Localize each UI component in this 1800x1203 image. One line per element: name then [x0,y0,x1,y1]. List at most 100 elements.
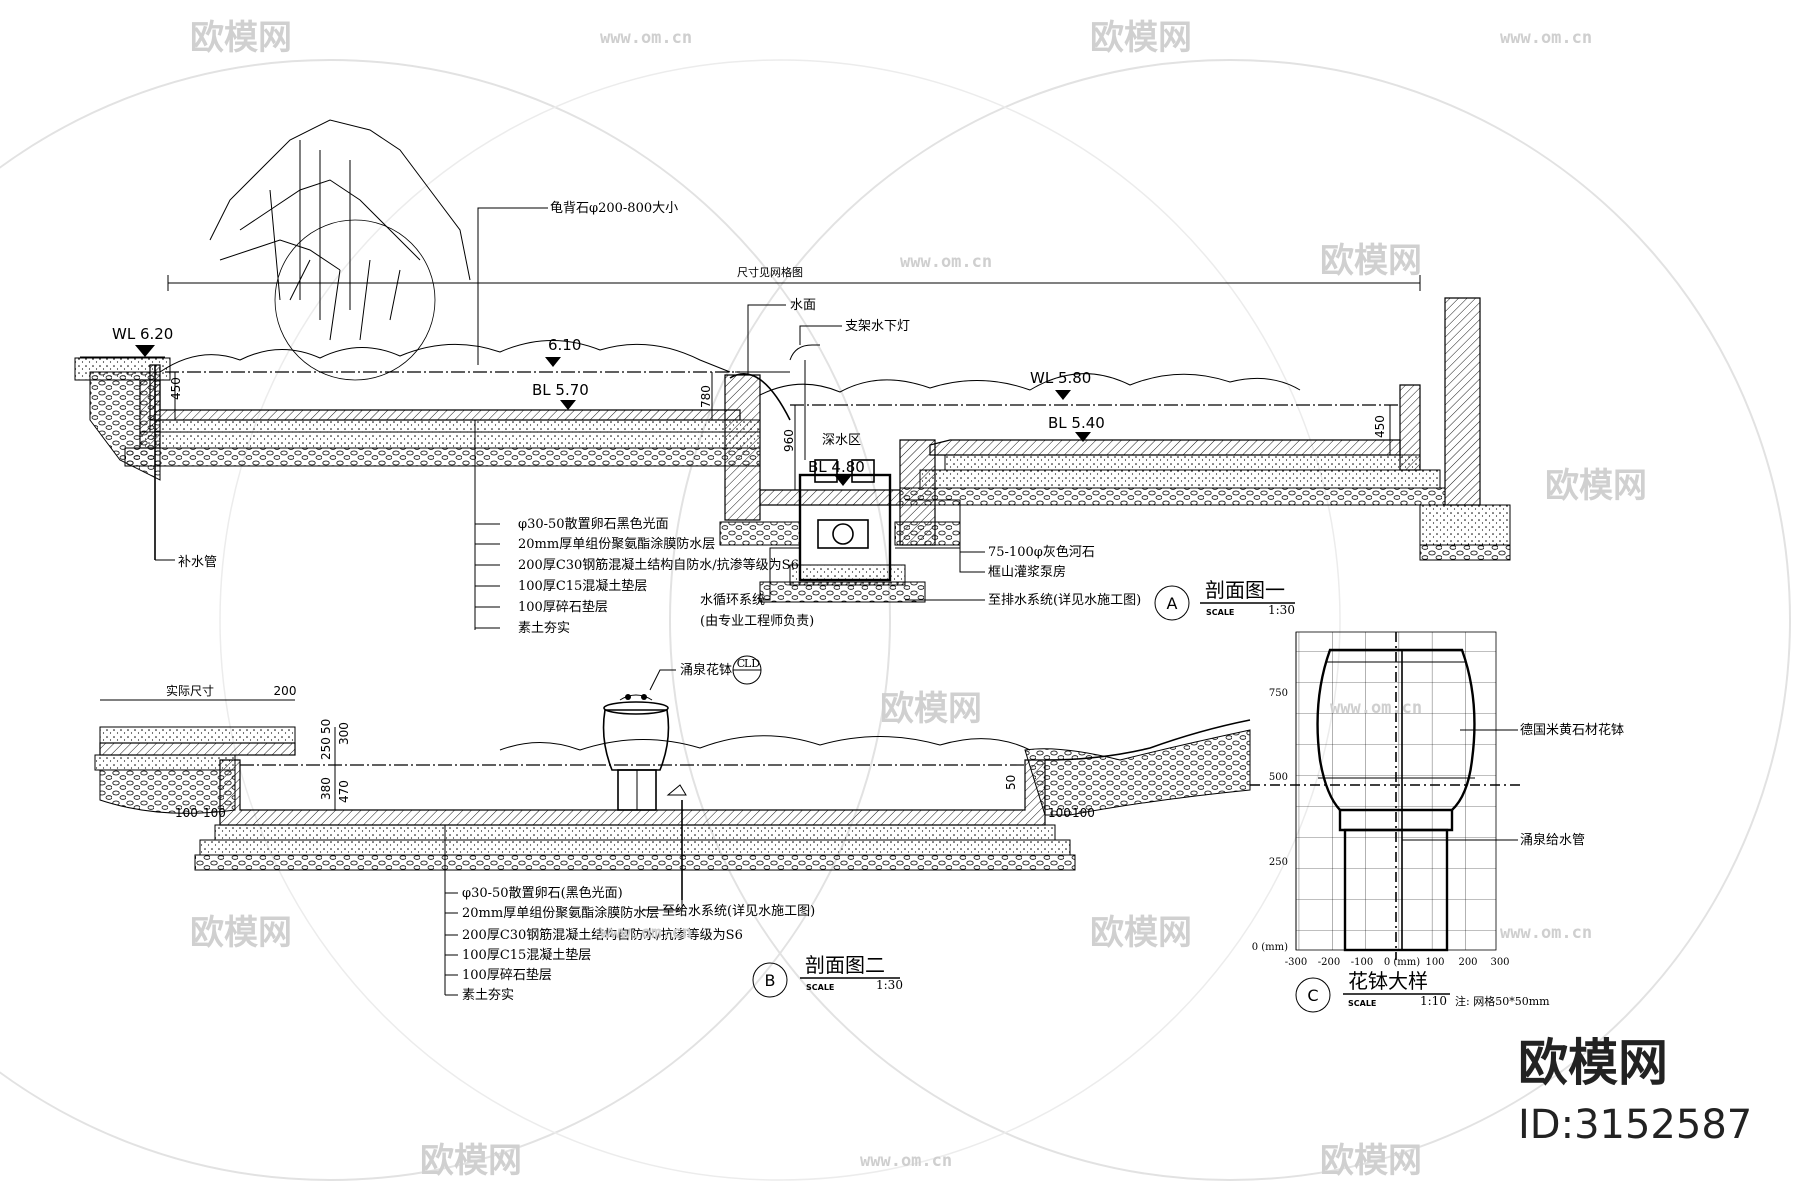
brand-block: 欧模网 ID:3152587 [1518,1034,1752,1148]
section-b-ratio: 1:30 [876,978,903,992]
layer-6: 素土夯实 [462,988,514,1003]
section-a-badge: A [1167,594,1178,613]
dim-780: 780 [699,385,713,408]
dim-250: 250 [319,737,333,760]
dim-50-right: 50 [1004,775,1018,790]
y-tick-250: 250 [1269,857,1288,868]
dim-470: 470 [337,780,351,803]
watermark-url: www.om.cn [600,28,692,48]
dim-50: 50 [319,719,333,734]
section-a-title: 剖面图一 [1205,578,1285,602]
section-c-ratio: 1:10 [1420,994,1447,1008]
section-c-badge: C [1307,986,1318,1005]
watermark-brand: 欧模网 [1545,466,1647,506]
dim-450-right: 450 [1373,415,1387,438]
circulation-note: (由专业工程师负责) [700,614,814,629]
x-tick-minus300: -300 [1285,957,1307,968]
layer-3: 200厚C30钢筋混凝土结构自防水/抗渗等级为S6 [462,927,743,943]
dim-380: 380 [319,777,333,800]
dim-100-d: 100 [1072,806,1095,820]
dim-100-b: 100 [203,806,226,820]
watermark-brand: 欧模网 [190,913,292,953]
level-bl-deep: BL 4.80 [808,458,865,476]
layer-6: 素土夯实 [518,621,570,636]
watermark-url: www.om.cn [600,923,692,943]
section-b: 涌泉花钵 C LD 实际尺寸 200 50 250 300 380 470 10… [94,655,1251,1003]
circulation-callout: 水循环系统 [700,593,765,608]
y-tick-750: 750 [1269,688,1288,699]
water-surface-callout: 水面 [790,298,816,313]
section-a: 尺寸见网格图 [74,119,1511,636]
watermark-url: www.om.cn [900,252,992,272]
level-wl-right: WL 5.80 [1030,369,1091,387]
dim-100-a: 100 [175,806,198,820]
watermark-brand: 欧模网 [190,18,292,58]
layer-5: 100厚碎石垫层 [518,599,608,615]
tree-sketch-icon [209,119,471,381]
x-tick-0: 0 (mm) [1384,957,1420,968]
pump-room-callout: 框山灌浆泵房 [988,564,1066,580]
rock-callout: 龟背石φ200-800大小 [550,201,678,216]
fountain-planter-icon [602,694,670,811]
dim-450-left: 450 [169,377,183,400]
grid-note: 注: 网格50*50mm [1455,994,1550,1008]
dim-960: 960 [782,429,796,452]
level-wl-mid: 6.10 [548,336,581,354]
supply-callout: 至给水系统(详见水施工图) [662,904,815,919]
x-tick-100: 100 [1425,957,1444,968]
watermark-brand: 欧模网 [880,689,982,729]
detail-ref-letter: C [737,657,745,670]
layer-4: 100厚C15混凝土垫层 [462,947,591,963]
section-b-badge: B [765,971,776,990]
watermark-url: www.om.cn [1500,923,1592,943]
section-b-layer-list: φ30-50散置卵石(黑色光面) 20mm厚单组份聚氨酯涂膜防水层 200厚C3… [445,885,743,1003]
layer-2: 20mm厚单组份聚氨酯涂膜防水层 [518,536,715,552]
watermark-brand: 欧模网 [420,1141,522,1181]
section-a-scale-word: SCALE [1206,608,1234,617]
watermark-layer [0,59,1791,1181]
watermark-url: www.om.cn [860,1151,952,1171]
level-bl-left: BL 5.70 [532,381,589,399]
watermark-brand: 欧模网 [1320,1141,1422,1181]
section-a-layer-list: φ30-50散置卵石黑色光面 20mm厚单组份聚氨酯涂膜防水层 200厚C30钢… [475,516,799,636]
watermark-url: www.om.cn [1500,28,1592,48]
y-tick-0: 0 (mm) [1252,942,1288,953]
planter-callout: 涌泉花钵 [680,662,732,678]
dim-200: 200 [274,684,297,698]
layer-5: 100厚碎石垫层 [462,967,552,983]
rock-outline-icon [159,339,1301,396]
watermark-text-layer: 欧模网 www.om.cn 欧模网 www.om.cn www.om.cn 欧模… [190,18,1647,1181]
watermark-url: www.om.cn [1330,698,1422,718]
layer-4: 100厚C15混凝土垫层 [518,578,647,594]
deep-zone-label: 深水区 [822,433,861,448]
x-tick-200: 200 [1458,957,1477,968]
section-b-title: 剖面图二 [805,953,885,977]
section-a-ratio: 1:30 [1268,603,1295,617]
river-stone-callout: 75-100φ灰色河石 [988,544,1095,560]
feed-pipe-label: 涌泉给水管 [1520,832,1585,848]
dim-300: 300 [337,722,351,745]
x-tick-minus200: -200 [1318,957,1340,968]
section-b-scale-word: SCALE [806,983,834,992]
dim-actual-size: 实际尺寸 [166,683,214,698]
level-wl-left: WL 6.20 [112,325,173,343]
watermark-brand: 欧模网 [1320,241,1422,281]
dim-100-c: 100 [1048,806,1071,820]
level-bl-right: BL 5.40 [1048,414,1105,432]
refill-pipe-label: 补水管 [178,555,217,570]
section-c-scale-word: SCALE [1348,999,1376,1008]
y-tick-500: 500 [1269,772,1288,783]
section-c-title: 花钵大样 [1348,969,1428,993]
drain-callout: 至排水系统(详见水施工图) [988,593,1141,608]
brand-id: ID:3152587 [1518,1102,1752,1148]
detail-ref-code: LD [744,657,760,670]
brand-name: 欧模网 [1518,1034,1668,1092]
section-c: 750 500 250 0 (mm) -300 -200 -100 0 (mm)… [1250,631,1624,1013]
watermark-brand: 欧模网 [1090,18,1192,58]
layer-3: 200厚C30钢筋混凝土结构自防水/抗渗等级为S6 [518,557,799,573]
layer-1: φ30-50散置卵石(黑色光面) [462,885,623,901]
layer-2: 20mm厚单组份聚氨酯涂膜防水层 [462,905,659,921]
top-dimension-label: 尺寸见网格图 [737,265,803,279]
x-tick-300: 300 [1490,957,1509,968]
